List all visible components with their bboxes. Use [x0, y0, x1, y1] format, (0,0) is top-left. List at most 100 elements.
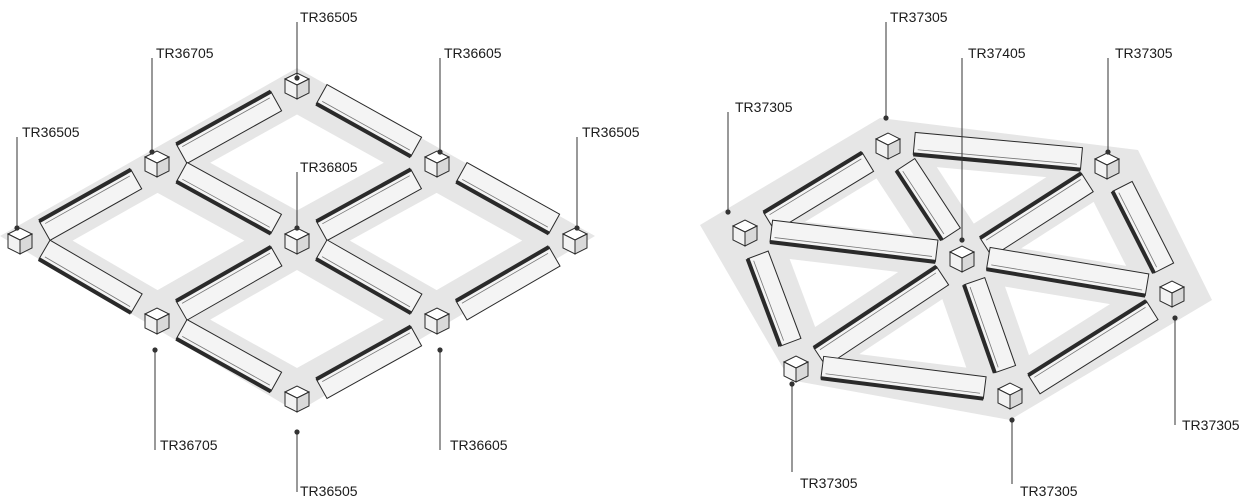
leader-dot	[1172, 315, 1178, 321]
callout-top: TR36505	[294, 9, 358, 81]
part-label: TR36505	[300, 483, 358, 499]
leader-dot	[959, 237, 965, 243]
callout-lower-right: TR36605	[437, 347, 508, 453]
track-rail	[315, 167, 423, 242]
connector-node	[948, 245, 976, 273]
leader-dot	[437, 149, 443, 155]
connector-node	[561, 227, 589, 255]
node-right-face	[795, 361, 809, 383]
leader-dot	[149, 149, 155, 155]
rail-line	[917, 149, 1077, 165]
hex-opening	[789, 259, 899, 327]
callout-upper-right: TR36605	[437, 45, 502, 155]
part-label: TR37305	[735, 99, 793, 115]
rail-line	[774, 237, 933, 257]
track-rail	[1027, 299, 1159, 395]
callout-bottom: TR37305	[1009, 417, 1078, 499]
rail-line	[44, 175, 131, 224]
track-rail	[315, 324, 423, 400]
part-label: TR36505	[582, 124, 640, 140]
track-rail	[979, 171, 1094, 258]
track-rail	[37, 239, 143, 315]
track-rail	[762, 150, 875, 232]
track-rail	[1110, 180, 1175, 274]
track-rail	[962, 276, 1017, 374]
rail-edge	[315, 257, 412, 315]
rail-edge	[769, 240, 936, 264]
node-right-face	[744, 225, 758, 247]
rail-edge	[454, 245, 550, 303]
rail-edge	[979, 171, 1083, 240]
rail-line	[321, 256, 411, 308]
track-rail	[745, 250, 802, 347]
connector-node	[782, 355, 810, 383]
callout-center: TR36805	[294, 159, 358, 231]
connector-node	[283, 385, 311, 413]
callout-bottom: TR36505	[294, 429, 358, 499]
track-rail	[894, 157, 961, 242]
rail-edge	[37, 257, 133, 315]
leader-dot	[294, 225, 300, 231]
part-label: TR36505	[300, 9, 358, 25]
rail-line	[969, 286, 999, 368]
connector-node	[996, 382, 1024, 410]
track-rail	[175, 245, 283, 321]
node-right-face	[436, 156, 450, 178]
rail-line	[769, 158, 862, 216]
node-right-face	[1106, 158, 1120, 180]
track-rail	[38, 167, 143, 242]
callout-lower-left: TR36705	[152, 347, 218, 453]
rail-line	[44, 256, 131, 307]
part-label: TR36705	[156, 45, 214, 61]
connector-node	[6, 227, 34, 255]
connector-node	[731, 219, 759, 247]
rail-line	[322, 175, 410, 225]
node-right-face	[156, 313, 170, 335]
rail-line	[825, 373, 981, 394]
rail-edge	[745, 258, 783, 347]
track-rail	[315, 239, 423, 315]
leader-dot	[574, 225, 580, 231]
rail-edge	[820, 376, 984, 401]
rail-line	[1034, 306, 1146, 378]
connector-node	[423, 307, 451, 335]
part-label: TR36505	[22, 124, 80, 140]
rail-line	[461, 252, 549, 304]
node-right-face	[296, 391, 310, 413]
node-right-face	[296, 78, 310, 100]
part-label: TR37305	[800, 475, 858, 491]
part-label: TR37305	[1020, 483, 1078, 499]
callout-top-left: TR37305	[883, 9, 948, 121]
rail-edge	[986, 267, 1146, 298]
track-rail	[175, 318, 283, 394]
rail-line	[985, 179, 1081, 241]
rail-edge	[38, 167, 132, 223]
hex-opening	[859, 299, 967, 368]
connector-node	[1158, 280, 1186, 308]
callout-left: TR37305	[725, 99, 793, 215]
track-rail	[820, 355, 987, 401]
rail-line	[462, 179, 549, 228]
connector-node	[423, 150, 451, 178]
rail-edge	[1110, 190, 1156, 274]
part-label: TR36705	[160, 437, 218, 453]
callout-top-right: TR37305	[1105, 45, 1173, 155]
leader-dot	[1009, 417, 1015, 423]
grid-opening	[349, 192, 523, 291]
rail-line	[182, 335, 271, 386]
rail-edge	[175, 245, 272, 303]
rail-edge	[315, 167, 412, 224]
rail-line	[1118, 192, 1157, 268]
leader-dot	[294, 75, 300, 81]
track-rail	[812, 264, 950, 367]
node-right-face	[887, 138, 901, 160]
track-rail	[455, 161, 561, 236]
part-label: TR37405	[968, 45, 1026, 61]
rail-edge	[175, 179, 272, 236]
rail-edge	[315, 102, 412, 159]
callout-right: TR36505	[574, 124, 640, 231]
rail-edge	[315, 324, 412, 381]
hex-opening	[1021, 201, 1127, 266]
node-right-face	[19, 233, 33, 255]
